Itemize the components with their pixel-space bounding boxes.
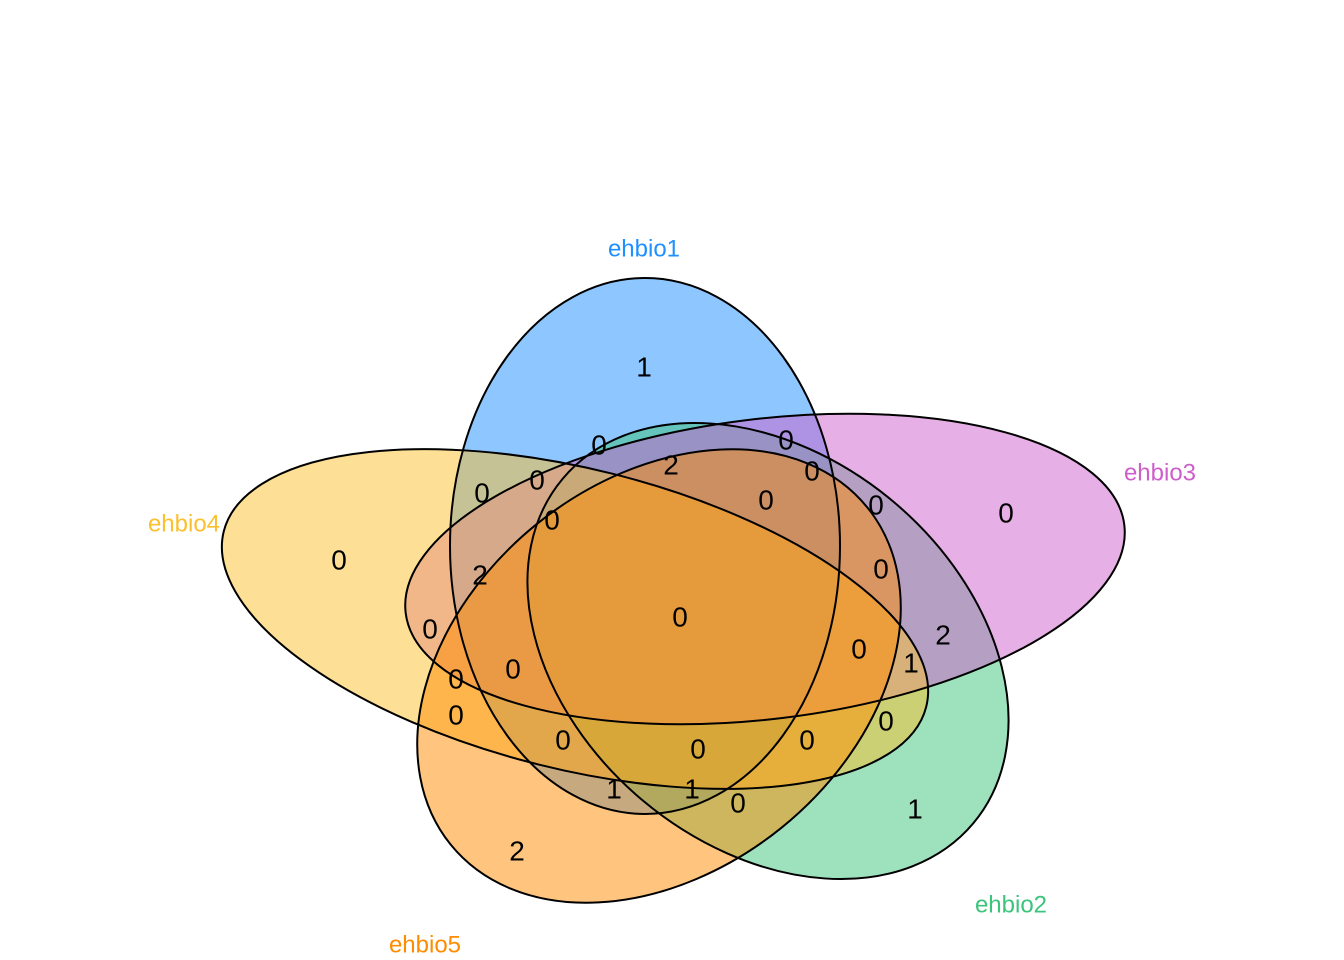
region-count-ehbio1-ehbio4-ehbio5: 0 bbox=[555, 725, 571, 756]
set-outline-ehbio5 bbox=[416, 448, 902, 904]
region-count-ehbio1-ehbio5: 1 bbox=[606, 774, 622, 805]
region-count-ehbio2-ehbio5: 0 bbox=[730, 788, 746, 819]
set-label-ehbio3: ehbio3 bbox=[1124, 460, 1196, 487]
set-label-ehbio2: ehbio2 bbox=[975, 892, 1047, 919]
region-count-ehbio3-ehbio4: 0 bbox=[868, 490, 884, 521]
region-count-ehbio1: 1 bbox=[636, 352, 652, 383]
region-count-ehbio2-ehbio3: 2 bbox=[935, 620, 951, 651]
region-count-ehbio4-ehbio5: 0 bbox=[448, 700, 464, 731]
set-label-ehbio4: ehbio4 bbox=[148, 511, 220, 538]
region-count-ehbio1-ehbio2: 0 bbox=[591, 430, 607, 461]
set-outline-ehbio3 bbox=[404, 412, 1126, 726]
set-outlines bbox=[220, 277, 1126, 904]
set-outline-ehbio2 bbox=[526, 421, 1010, 881]
region-count-ehbio1-ehbio3-ehbio5: 2 bbox=[472, 560, 488, 591]
region-count-ehbio5: 2 bbox=[509, 836, 525, 867]
set-label-ehbio5: ehbio5 bbox=[389, 932, 461, 959]
region-count-ehbio2-ehbio3-ehbio4: 0 bbox=[873, 554, 889, 585]
region-count-ehbio1-ehbio2-ehbio3-ehbio4-ehbio5: 0 bbox=[672, 602, 688, 633]
set-outline-ehbio1 bbox=[449, 277, 841, 815]
region-count-ehbio3-ehbio5: 0 bbox=[422, 614, 438, 645]
region-count-ehbio1-ehbio2-ehbio4: 0 bbox=[544, 505, 560, 536]
region-count-ehbio2-ehbio4-ehbio5: 0 bbox=[878, 706, 894, 737]
region-count-ehbio3: 0 bbox=[998, 498, 1014, 529]
region-count-ehbio1-ehbio3-ehbio4: 0 bbox=[804, 456, 820, 487]
region-count-ehbio1-ehbio2-ehbio3: 2 bbox=[663, 450, 679, 481]
region-count-ehbio1-ehbio4: 0 bbox=[474, 478, 490, 509]
region-count-ehbio3-ehbio4-ehbio5: 0 bbox=[448, 664, 464, 695]
region-count-ehbio1-ehbio2-ehbio3-ehbio4: 0 bbox=[758, 485, 774, 516]
set-labels: ehbio1 ehbio2 ehbio3 ehbio4 ehbio5 bbox=[148, 236, 1196, 959]
set-label-ehbio1: ehbio1 bbox=[608, 236, 680, 263]
region-count-ehbio1-ehbio2-ehbio5: 1 bbox=[684, 774, 700, 805]
region-count-ehbio2-ehbio3-ehbio5: 1 bbox=[903, 648, 919, 679]
region-count-ehbio4: 0 bbox=[331, 545, 347, 576]
set-ellipses bbox=[221, 278, 1125, 903]
region-count-ehbio1-ehbio2-ehbio3-ehbio5: 0 bbox=[851, 634, 867, 665]
region-count-ehbio2-ehbio4: 0 bbox=[529, 465, 545, 496]
region-count-ehbio2: 1 bbox=[907, 794, 923, 825]
region-count-ehbio1-ehbio3: 0 bbox=[778, 425, 794, 456]
region-count-ehbio2-ehbio3-ehbio4-ehbio5: 0 bbox=[690, 734, 706, 765]
region-count-ehbio1-ehbio2-ehbio4-ehbio5: 0 bbox=[799, 725, 815, 756]
set-ellipse-ehbio5 bbox=[417, 449, 901, 903]
region-count-ehbio1-ehbio3-ehbio4-ehbio5: 0 bbox=[505, 654, 521, 685]
set-outline-ehbio4 bbox=[220, 448, 930, 790]
